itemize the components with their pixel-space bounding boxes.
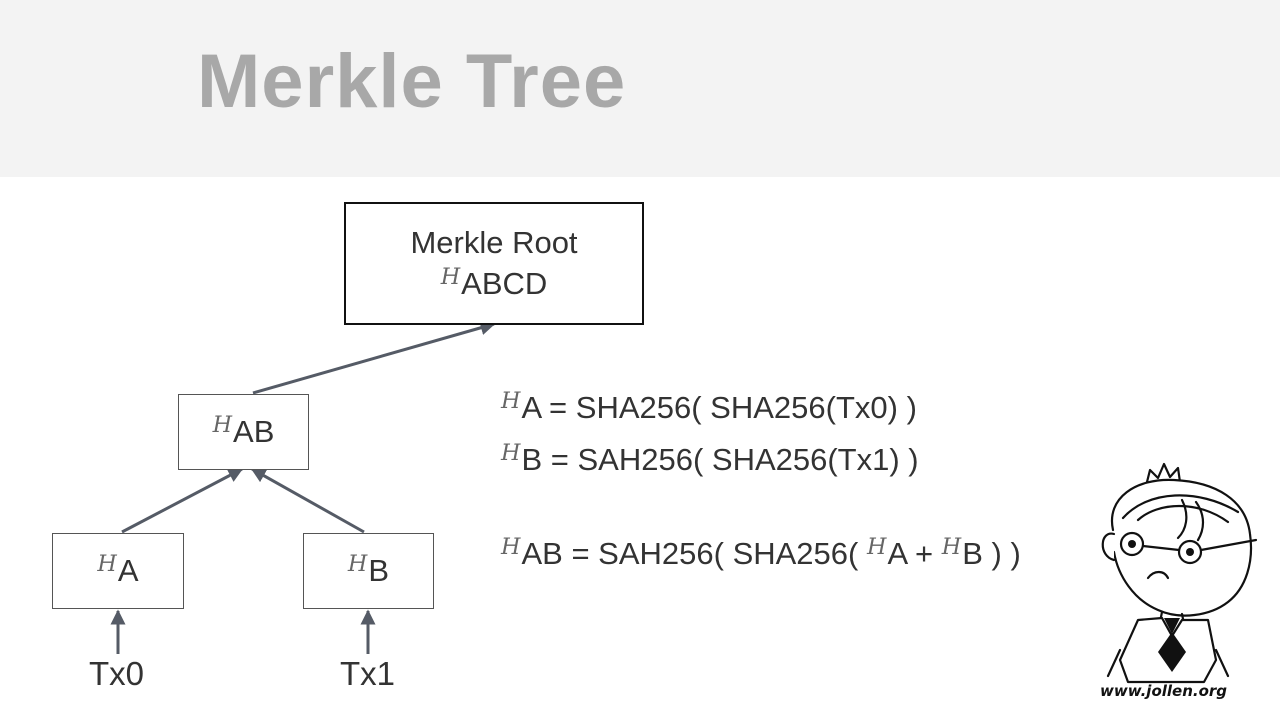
arrow-hb-to-hab xyxy=(250,467,365,534)
hash-a-node: HA xyxy=(52,533,184,609)
hash-symbol: H xyxy=(501,388,521,414)
hash-b-label: B xyxy=(368,553,390,589)
arrow-hab-to-root xyxy=(252,320,496,395)
hash-symbol: H xyxy=(440,263,461,290)
title-banner: Merkle Tree xyxy=(0,0,1280,177)
tx1-label: Tx1 xyxy=(340,655,396,692)
hash-symbol: H xyxy=(501,534,521,560)
arrow-ha-to-hab xyxy=(121,467,244,534)
cartoon-mascot-illustration xyxy=(1101,462,1258,684)
hash-symbol: H xyxy=(347,551,368,578)
merkle-root-label: Merkle Root xyxy=(410,224,578,260)
hash-a-label: A xyxy=(117,553,139,589)
hash-ab-label: AB xyxy=(233,414,275,450)
hash-symbol: H xyxy=(501,440,521,466)
merkle-root-hash-label: ABCD xyxy=(461,266,548,302)
formula-hash-b: HB = SAH256( SHA256(Tx1) ) xyxy=(501,440,919,478)
hash-symbol: H xyxy=(212,412,233,439)
website-watermark: www.jollen.org xyxy=(1100,682,1228,700)
hash-symbol: H xyxy=(941,534,962,560)
hash-ab-node: HAB xyxy=(178,394,309,470)
tx0-label: Tx0 xyxy=(89,655,145,692)
hash-b-node: HB xyxy=(303,533,434,609)
merkle-root-hash: HABCD xyxy=(441,263,548,304)
page-title: Merkle Tree xyxy=(197,39,627,124)
formula-hash-ab: HAB = SAH256( SHA256( HA + HB ) ) xyxy=(501,534,1021,572)
merkle-root-node: Merkle Root HABCD xyxy=(344,202,644,325)
formula-hash-a: HA = SHA256( SHA256(Tx0) ) xyxy=(501,388,917,426)
hash-symbol: H xyxy=(97,551,117,578)
hash-symbol: H xyxy=(866,534,887,560)
